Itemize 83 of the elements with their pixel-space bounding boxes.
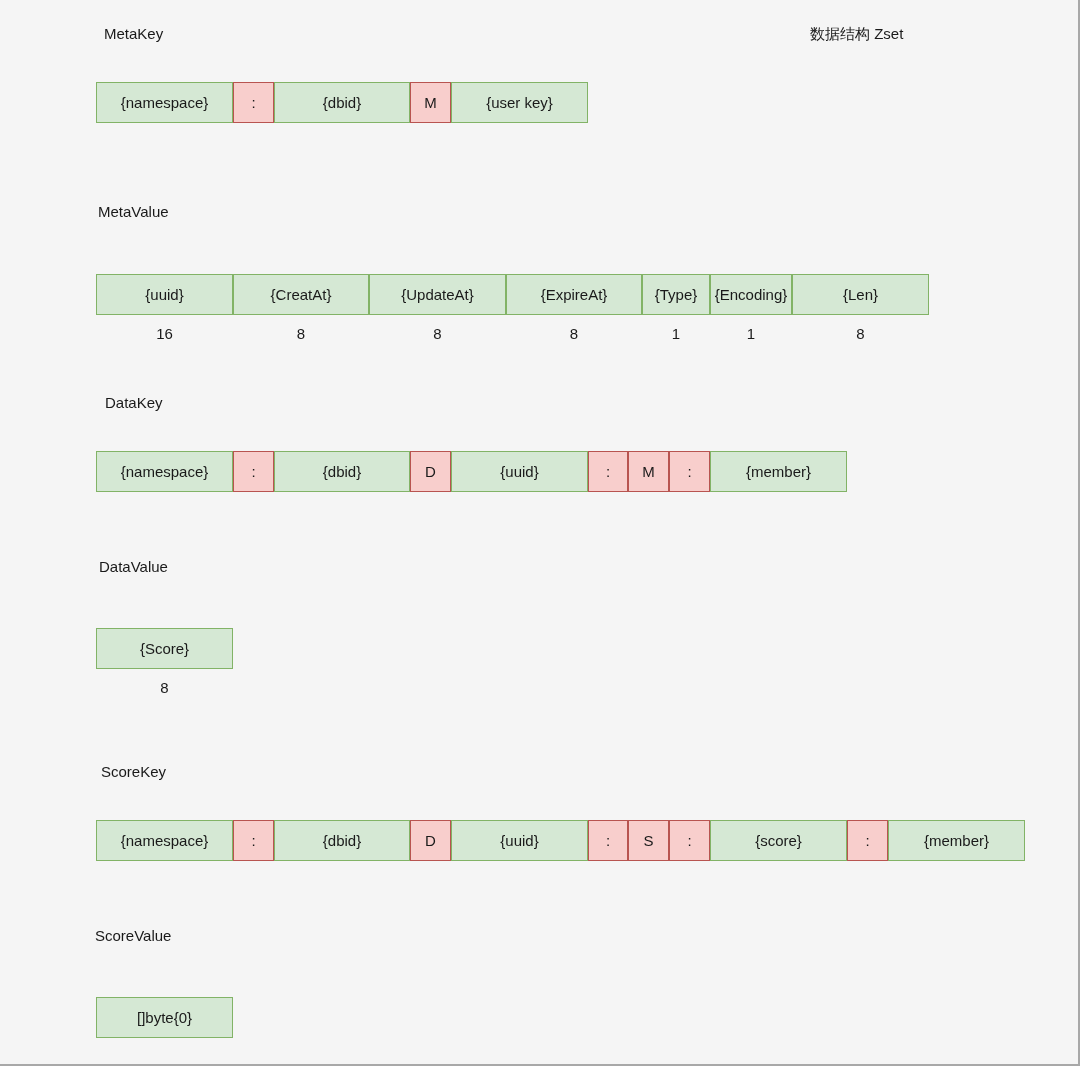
delimiter-segment xyxy=(847,820,888,861)
field-name: {namespace} xyxy=(120,93,209,112)
key-segment xyxy=(451,820,588,861)
key-segment xyxy=(96,82,233,123)
prefix-letter: D xyxy=(425,462,436,481)
field-name: {ExpireAt} xyxy=(540,285,608,304)
key-segment xyxy=(506,274,642,315)
section-heading: DataKey xyxy=(105,394,163,412)
field-name: {Score} xyxy=(139,639,190,658)
field-name: {Encoding} xyxy=(714,285,788,304)
diagram-title: 数据结构 Zset xyxy=(810,25,904,43)
prefix-segment xyxy=(410,451,451,492)
prefix-segment xyxy=(410,820,451,861)
delimiter-segment xyxy=(233,82,274,123)
key-segment xyxy=(96,820,233,861)
section-heading: DataValue xyxy=(99,558,168,576)
byte-size: 8 xyxy=(568,325,580,343)
byte-size: 8 xyxy=(295,325,307,343)
prefix-letter: S xyxy=(643,831,654,850)
field-name: {score} xyxy=(755,831,802,850)
field-name: {dbid} xyxy=(322,831,362,850)
key-segment xyxy=(96,274,233,315)
key-segment xyxy=(888,820,1025,861)
delimiter-text: : xyxy=(687,831,692,850)
field-name: []byte{0} xyxy=(136,1008,193,1027)
section-heading: MetaValue xyxy=(98,203,169,221)
field-name: {uuid} xyxy=(145,285,184,304)
field-name: {uuid} xyxy=(500,462,539,481)
delimiter-text: : xyxy=(687,462,692,481)
byte-size: 1 xyxy=(745,325,757,343)
prefix-segment xyxy=(628,451,669,492)
delimiter-segment xyxy=(588,451,628,492)
key-segment xyxy=(274,82,410,123)
key-segment xyxy=(710,451,847,492)
field-name: {dbid} xyxy=(322,462,362,481)
field-name: {Len} xyxy=(842,285,878,304)
byte-size: 8 xyxy=(159,679,170,697)
key-segment xyxy=(96,451,233,492)
field-name: {member} xyxy=(745,462,811,481)
key-segment xyxy=(96,628,233,669)
key-segment xyxy=(642,274,710,315)
key-segment xyxy=(451,451,588,492)
delimiter-text: : xyxy=(251,93,256,112)
byte-size: 8 xyxy=(855,325,866,343)
field-name: {user key} xyxy=(486,93,553,112)
field-name: {Type} xyxy=(654,285,698,304)
key-segment xyxy=(96,997,233,1038)
delimiter-segment xyxy=(669,451,710,492)
delimiter-text: : xyxy=(605,831,611,850)
section-heading: ScoreKey xyxy=(101,763,167,781)
field-name: {UpdateAt} xyxy=(401,285,474,304)
prefix-letter: M xyxy=(424,93,437,112)
byte-size: 1 xyxy=(670,325,682,343)
byte-size: 16 xyxy=(155,325,174,343)
field-name: {uuid} xyxy=(500,831,539,850)
delimiter-segment xyxy=(669,820,710,861)
field-name: {namespace} xyxy=(120,462,209,481)
key-segment xyxy=(369,274,506,315)
delimiter-text: : xyxy=(251,831,256,850)
section-heading: MetaKey xyxy=(104,25,164,43)
field-name: {dbid} xyxy=(322,93,362,112)
delimiter-segment xyxy=(233,820,274,861)
prefix-segment xyxy=(628,820,669,861)
key-segment xyxy=(792,274,929,315)
key-segment xyxy=(710,274,792,315)
prefix-segment xyxy=(410,82,451,123)
prefix-letter: M xyxy=(642,462,655,481)
byte-size: 8 xyxy=(432,325,443,343)
field-name: {CreatAt} xyxy=(270,285,332,304)
field-name: {member} xyxy=(923,831,989,850)
section-heading: ScoreValue xyxy=(95,927,172,945)
field-name: {namespace} xyxy=(120,831,209,850)
delimiter-segment xyxy=(233,451,274,492)
key-segment xyxy=(233,274,369,315)
prefix-letter: D xyxy=(425,831,436,850)
delimiter-text: : xyxy=(605,462,611,481)
delimiter-text: : xyxy=(865,831,870,850)
key-segment xyxy=(274,820,410,861)
key-segment xyxy=(274,451,410,492)
delimiter-text: : xyxy=(251,462,256,481)
key-segment xyxy=(451,82,588,123)
key-segment xyxy=(710,820,847,861)
delimiter-segment xyxy=(588,820,628,861)
